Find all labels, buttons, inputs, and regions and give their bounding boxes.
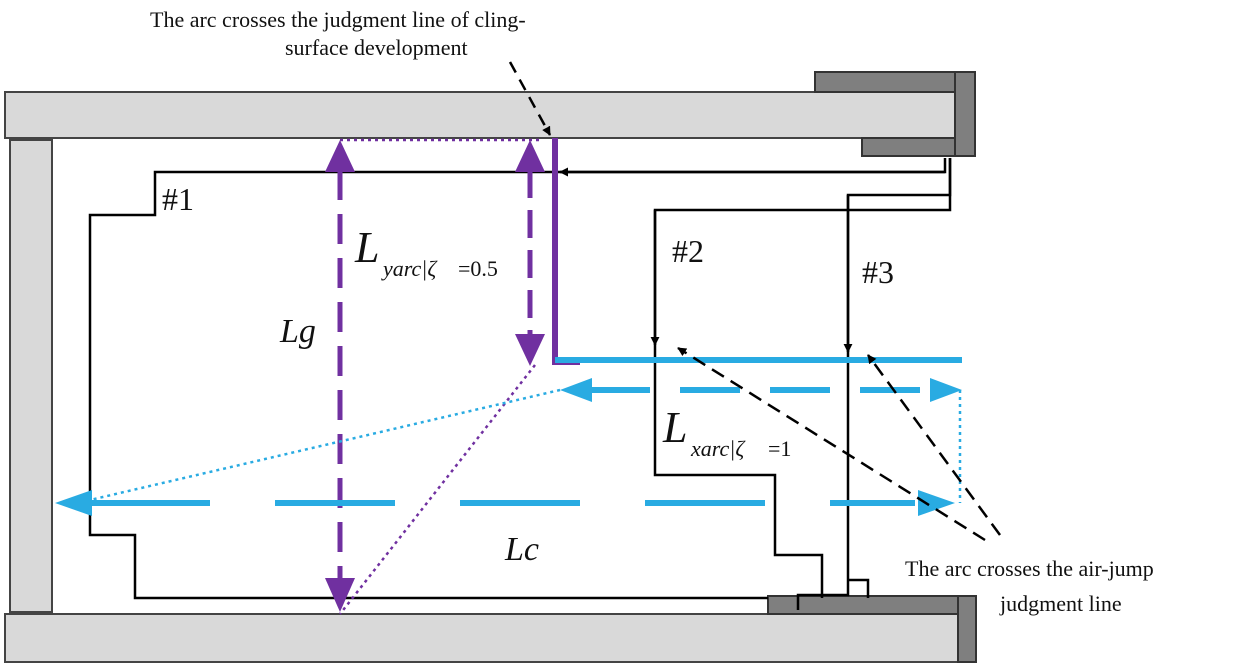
- lx-value: =1: [768, 436, 791, 461]
- top-annotation-pointer: [508, 61, 552, 136]
- top-right-contact: [814, 71, 956, 93]
- blue-markings: [55, 357, 962, 516]
- top-annotation-line1: The arc crosses the judgment line of cli…: [150, 7, 526, 32]
- left-plate: [9, 139, 53, 613]
- ly-arrow-top: [515, 140, 545, 172]
- bottom-annotation-line1: The arc crosses the air-jump: [905, 556, 1154, 581]
- lx-label: L xarc|ζ =1: [662, 403, 791, 461]
- purple-dotted-diagonal: [339, 364, 536, 615]
- lg-label: Lg: [279, 313, 316, 350]
- top-right-end-cap: [954, 71, 976, 157]
- bottom-plate: [4, 613, 961, 663]
- top-right-contact-lower: [861, 137, 956, 157]
- lx-arrow-right: [930, 378, 962, 402]
- arc-1-label: #1: [162, 181, 194, 217]
- top-plate: [4, 91, 961, 139]
- ly-subscript: yarc|ζ: [381, 256, 438, 281]
- lc-arrow-right: [918, 490, 955, 516]
- ly-value: =0.5: [458, 256, 498, 281]
- electrode-structure: [4, 71, 977, 663]
- ly-label: L yarc|ζ =0.5: [354, 223, 498, 281]
- lc-label: Lc: [504, 531, 539, 568]
- ly-arrow-bottom: [515, 334, 545, 366]
- ly-main: L: [354, 223, 379, 272]
- bottom-right-contact: [767, 595, 959, 615]
- top-annotation-line2: surface development: [285, 35, 468, 60]
- bottom-annotation-line2: judgment line: [999, 591, 1122, 616]
- purple-markings: [325, 138, 580, 615]
- text-labels: The arc crosses the judgment line of cli…: [150, 7, 1154, 616]
- bottom-right-end-cap: [957, 595, 977, 663]
- arc-3-label: #3: [862, 254, 894, 290]
- blue-dotted-diagonal: [89, 388, 561, 502]
- arc-paths: [88, 158, 952, 610]
- arc-2-path: [653, 158, 952, 598]
- bottom-annotation-pointer-1: [677, 346, 986, 542]
- lx-main: L: [662, 403, 687, 452]
- arc-2-label: #2: [672, 233, 704, 269]
- lg-arrow-bottom: [325, 578, 355, 612]
- lc-arrow-left: [55, 490, 92, 516]
- arc-3-path: [796, 158, 952, 610]
- bottom-annotation-pointer-2: [866, 354, 1002, 536]
- annotation-pointers: [508, 61, 1002, 542]
- lx-subscript: xarc|ζ: [690, 436, 746, 461]
- lx-arrow-left: [560, 378, 592, 402]
- lg-arrow-top: [325, 140, 355, 172]
